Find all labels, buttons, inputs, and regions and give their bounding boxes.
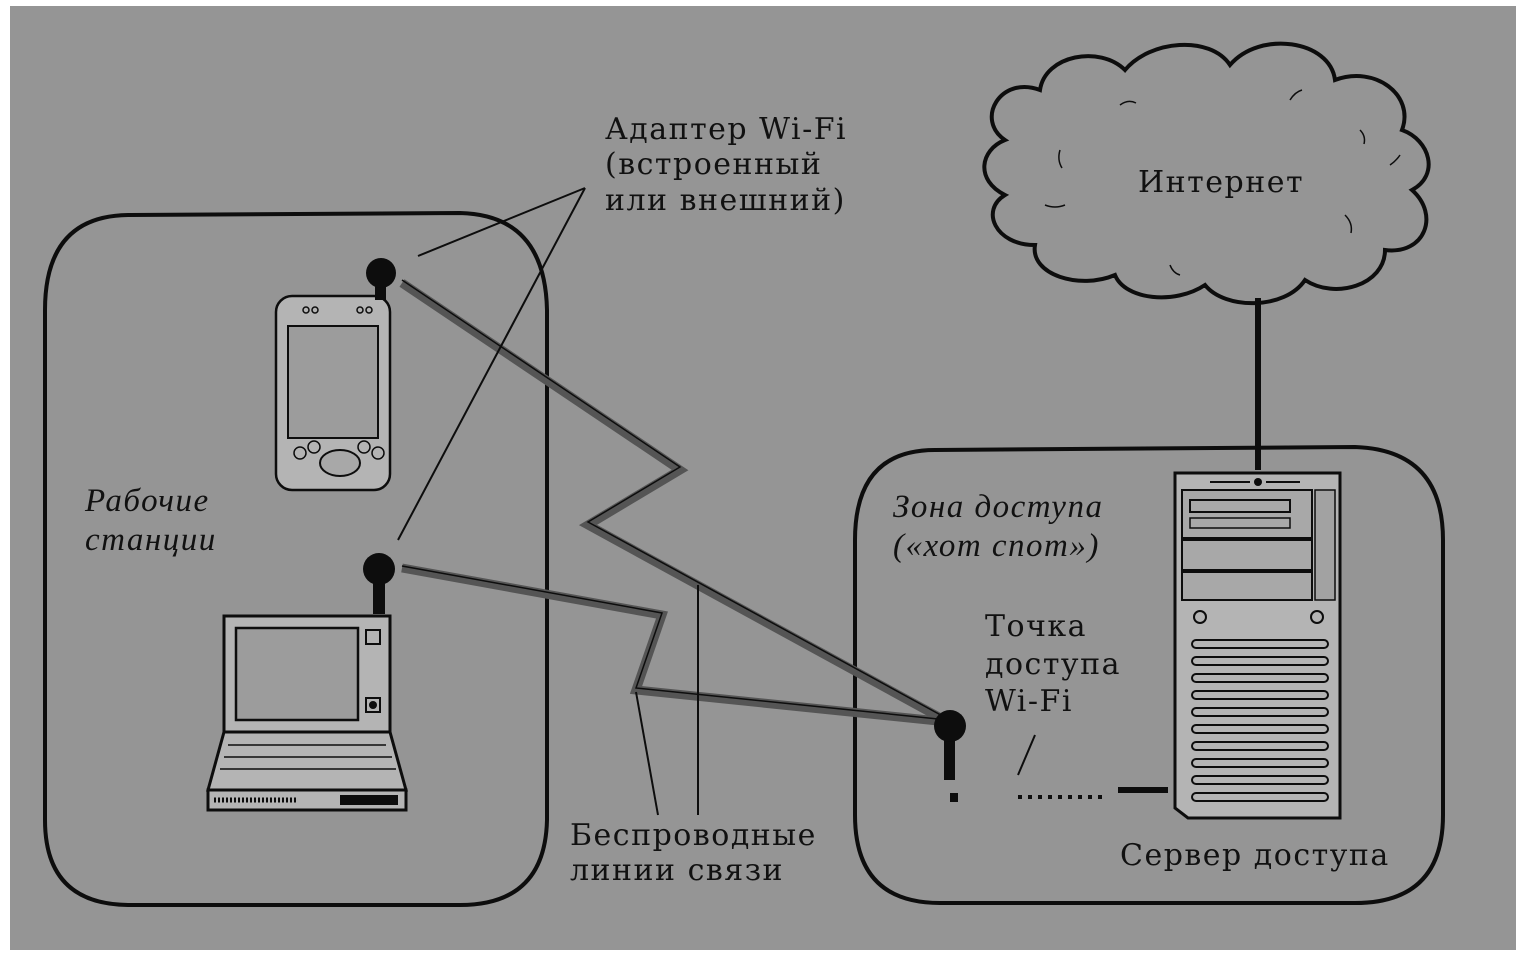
access-point-label-line-2: доступа [985, 646, 1121, 682]
access-point-label-line-1: Точка [985, 609, 1088, 644]
cloud-icon [982, 41, 1431, 306]
access-point-label-line-3: Wi-Fi [985, 684, 1073, 719]
pda-antenna-icon [366, 258, 396, 300]
workstations-zone [43, 210, 549, 907]
access-point-pointer [1017, 734, 1036, 776]
wireless-link-pda [399, 279, 951, 726]
workstations-label-line-2: станции [85, 521, 217, 558]
access-zone-label: Зона доступа («хот спот») [893, 488, 1103, 566]
adapter-label: Адаптер Wi-Fi (встроенный или внешний) [605, 112, 847, 218]
adapter-label-line-3: или внешний) [605, 182, 846, 218]
access-point-antenna-icon [934, 710, 966, 802]
wireless-links-label-line-2: линии связи [570, 853, 785, 889]
adapter-label-line-1: Адаптер Wi-Fi [605, 112, 848, 147]
server-tower-icon [1173, 471, 1342, 820]
wireless-pointer-1 [635, 691, 659, 816]
internet-label: Интернет [1138, 165, 1305, 200]
pda-icon [274, 294, 392, 492]
workstations-label: Рабочие станции [85, 482, 217, 560]
access-point-label: Точка доступа Wi-Fi [985, 608, 1121, 721]
access-zone-label-line-1: Зона доступа [893, 489, 1104, 525]
access-zone [853, 444, 1445, 905]
wireless-link-pda-edge [401, 279, 949, 720]
access-server-label: Сервер доступа [1120, 838, 1390, 873]
adapter-label-line-2: (встроенный [605, 147, 823, 183]
adapter-pointer-2 [397, 187, 586, 541]
wireless-links-label: Беспроводные линии связи [570, 818, 817, 889]
workstations-label-line-1: Рабочие [85, 483, 210, 519]
access-zone-label-line-2: («хот спот») [893, 527, 1100, 564]
laptop-icon [206, 614, 408, 812]
wireless-link-laptop-edge [401, 565, 949, 721]
laptop-antenna-icon [363, 553, 395, 614]
wireless-links-label-line-1: Беспроводные [570, 818, 817, 853]
adapter-pointer-1 [417, 187, 586, 257]
